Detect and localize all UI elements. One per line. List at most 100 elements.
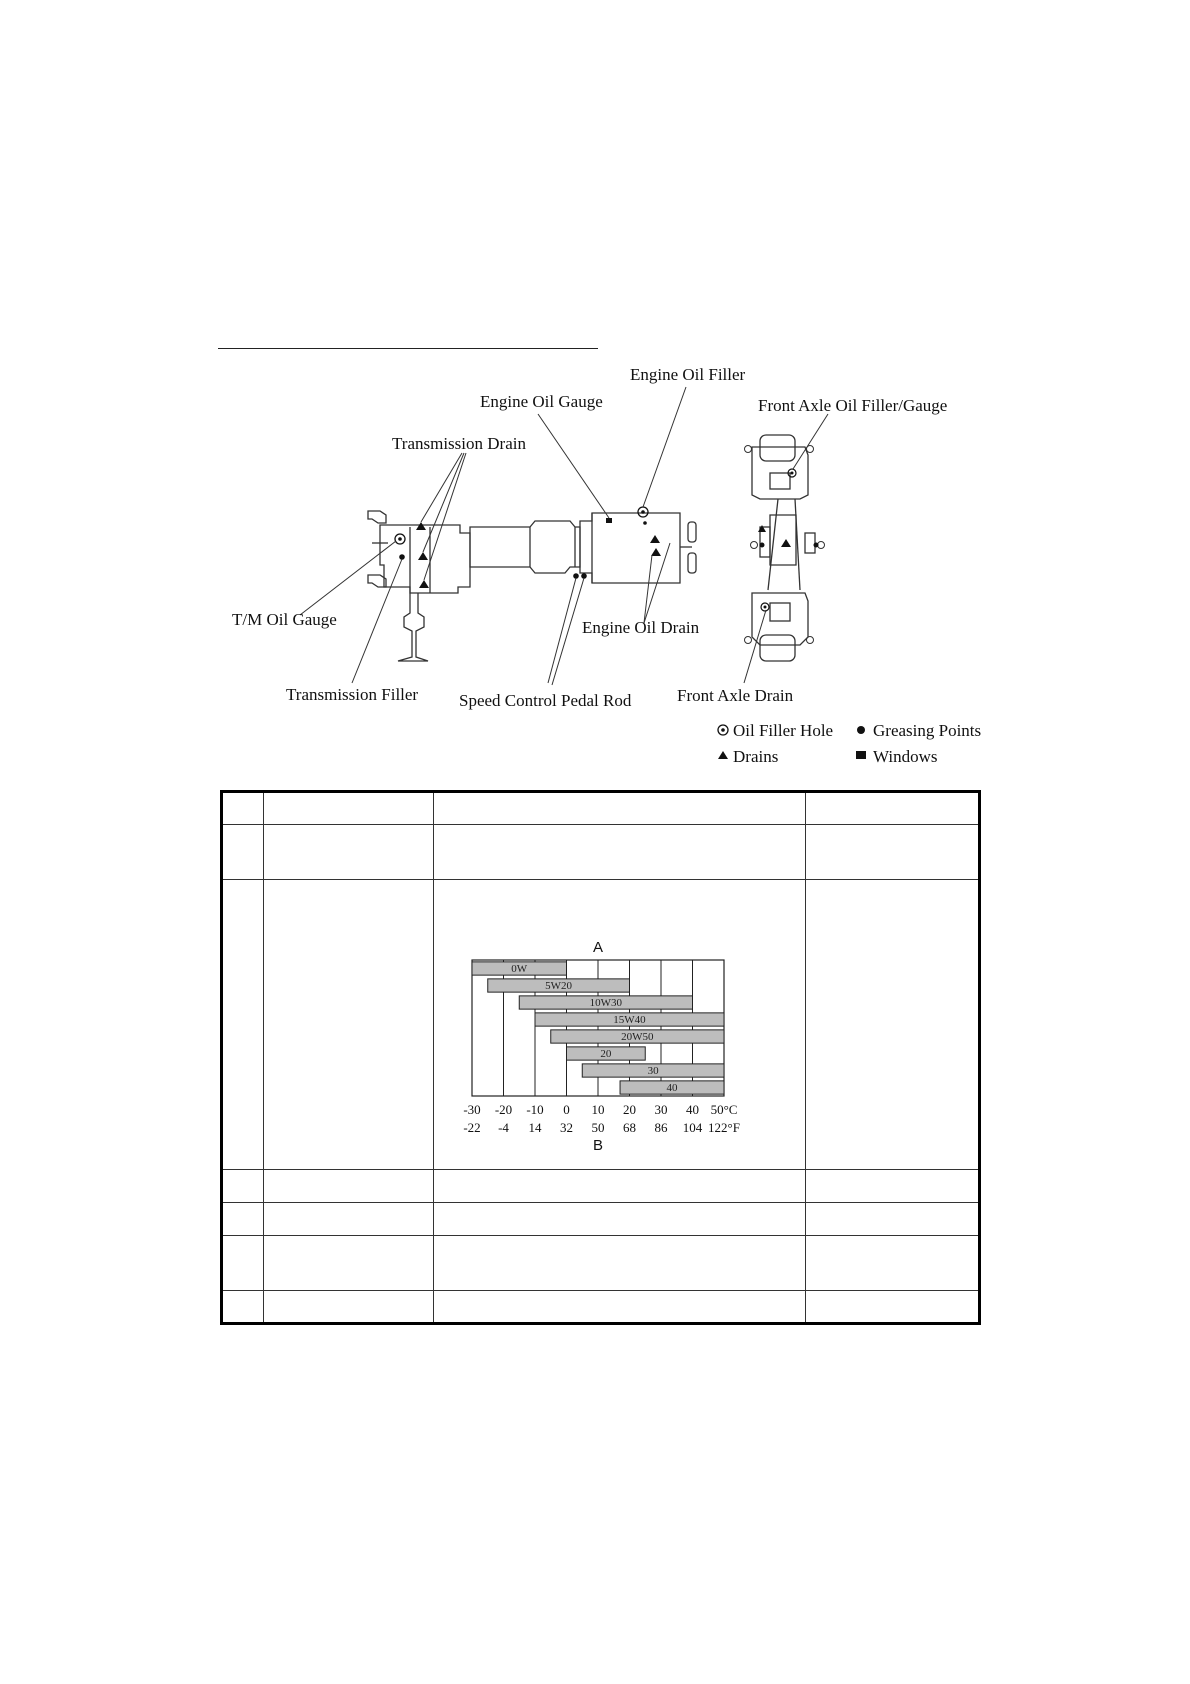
label-engine-oil-filler: Engine Oil Filler [630, 365, 746, 384]
chart-bar-label: 40 [667, 1082, 679, 1094]
chart-bar [581, 1063, 725, 1078]
table-cell [433, 1169, 806, 1203]
chart-tick-label-fahrenheit: 122°F [708, 1120, 740, 1135]
table-cell [221, 1290, 264, 1324]
label-transmission-filler: Transmission Filler [286, 685, 418, 704]
table-cell [263, 1235, 434, 1291]
table-cell [805, 1235, 980, 1291]
section-title-underline [218, 348, 598, 349]
tm-oil-gauge-filler-icon [394, 533, 406, 545]
chart-tick-label-celsius: 50°C [711, 1102, 738, 1117]
table-cell [263, 824, 434, 880]
table-row [221, 824, 980, 880]
chart-tick-label-fahrenheit: -22 [463, 1120, 480, 1135]
chart-bar [550, 1029, 725, 1044]
chart-tick-label-fahrenheit: 68 [623, 1120, 636, 1135]
leader-lines [299, 386, 829, 686]
windows-icon [856, 751, 866, 759]
table-cell [805, 879, 980, 1170]
lubrication-points-diagram: Engine Oil Filler Engine Oil Gauge Front… [232, 365, 981, 766]
legend-greasing-points: Greasing Points [873, 721, 981, 740]
table-cell [433, 824, 806, 880]
chart-bar-label: 5W20 [545, 980, 572, 992]
front-axle-drain-icon [758, 525, 766, 532]
chart-tick-label-fahrenheit: 50 [592, 1120, 605, 1135]
chart-tick-label-celsius: 0 [563, 1102, 570, 1117]
greasing-point-icon [573, 573, 579, 579]
label-engine-oil-drain: Engine Oil Drain [582, 618, 700, 637]
table-cell [805, 1169, 980, 1203]
table-cell [805, 824, 980, 880]
chart-bar-label: 20 [600, 1048, 612, 1060]
table-row [221, 1169, 980, 1203]
table-row [221, 1235, 980, 1291]
front-axle-view [744, 434, 825, 662]
table-row [221, 1202, 980, 1236]
table-cell [433, 1202, 806, 1236]
chart-tick-label-celsius: -20 [495, 1102, 512, 1117]
chart-bar [471, 961, 567, 976]
chart-bar [487, 978, 630, 993]
tractor-side-view [367, 506, 697, 662]
table-cell [805, 1290, 980, 1324]
chart-tick-label-celsius: -10 [526, 1102, 543, 1117]
table-cell [221, 1169, 264, 1203]
symbol-legend: Oil Filler Hole Greasing Points Drains W… [717, 721, 981, 766]
transmission-drain-icon [419, 580, 429, 588]
table-cell [263, 879, 434, 1170]
chart-tick-label-celsius: -30 [463, 1102, 480, 1117]
table-cell [263, 791, 434, 825]
label-transmission-drain: Transmission Drain [392, 434, 526, 453]
chart-tick-label-fahrenheit: 86 [655, 1120, 669, 1135]
legend-drains: Drains [733, 747, 778, 766]
chart-bar [566, 1046, 646, 1061]
chart-bar [619, 1080, 725, 1095]
chart-tick-label-fahrenheit: 14 [529, 1120, 543, 1135]
front-axle-filler-icon [787, 468, 797, 478]
greasing-point-icon [399, 554, 405, 560]
table-cell [221, 791, 264, 825]
transmission-drain-icon [416, 522, 426, 530]
table-cell [221, 879, 264, 1170]
chart-tick-label-celsius: 10 [592, 1102, 605, 1117]
label-engine-oil-gauge: Engine Oil Gauge [480, 392, 603, 411]
table-cell [263, 1169, 434, 1203]
greasing-points-icon [857, 726, 865, 734]
table-cell [433, 1235, 806, 1291]
table-cell [221, 824, 264, 880]
table-cell [805, 791, 980, 825]
transmission-drain-icon [418, 552, 428, 560]
chart-bar [518, 995, 693, 1010]
label-front-axle-oil-filler-gauge: Front Axle Oil Filler/Gauge [758, 396, 947, 415]
chart-tick-label-fahrenheit: 32 [560, 1120, 573, 1135]
window-icon [606, 518, 612, 523]
greasing-point-icon [581, 573, 587, 579]
legend-oil-filler-hole: Oil Filler Hole [733, 721, 833, 740]
oil-filler-hole-icon [717, 724, 729, 736]
table-cell [805, 1202, 980, 1236]
chart-bar-label: 30 [648, 1065, 660, 1077]
chart-tick-label-fahrenheit: -4 [498, 1120, 509, 1135]
chart-bar-label: 10W30 [590, 997, 623, 1009]
table-cell [263, 1202, 434, 1236]
front-axle-filler-icon [760, 602, 770, 612]
table-cell [263, 1290, 434, 1324]
label-front-axle-drain: Front Axle Drain [677, 686, 794, 705]
table-cell [221, 1235, 264, 1291]
chart-bar-label: 0W [511, 963, 528, 975]
chart-tick-label-celsius: 20 [623, 1102, 636, 1117]
table-row [221, 791, 980, 825]
table-row [221, 1290, 980, 1324]
chart-bar-label: 20W50 [621, 1031, 654, 1043]
label-speed-control-pedal-rod: Speed Control Pedal Rod [459, 691, 632, 710]
chart-bar [534, 1012, 725, 1027]
chart-xlabel: B [593, 1137, 603, 1154]
chart-tick-label-celsius: 30 [655, 1102, 668, 1117]
table-cell [433, 791, 806, 825]
front-axle-drain-icon [781, 539, 791, 547]
chart-title: A [593, 939, 603, 956]
